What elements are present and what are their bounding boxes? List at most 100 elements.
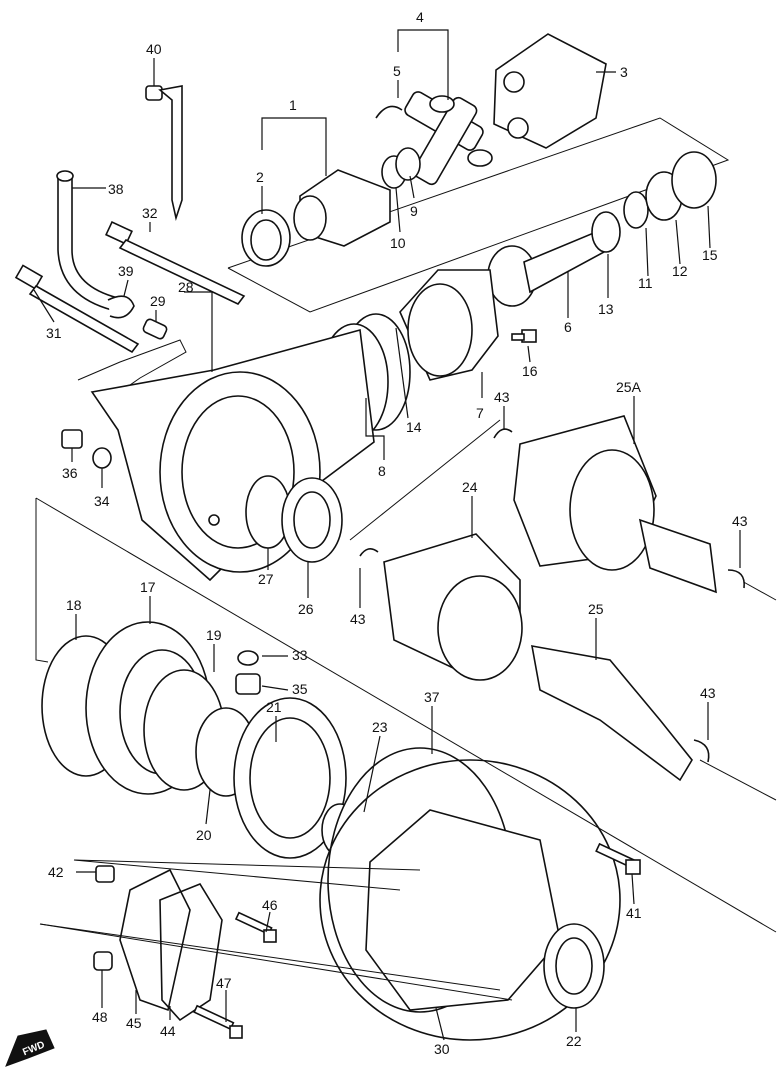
- label-17: 17: [140, 579, 156, 595]
- pinion-gear-6: [487, 230, 606, 307]
- bearing-21-inner: [249, 717, 331, 839]
- label-8: 8: [378, 463, 386, 479]
- pin-48: [93, 951, 113, 971]
- bearing-13: [591, 211, 621, 253]
- label-15: 15: [702, 247, 718, 263]
- label-28: 28: [178, 279, 194, 295]
- outline-37: [319, 759, 621, 1041]
- label-18: 18: [66, 597, 82, 613]
- diagonal-line-2: [349, 419, 501, 541]
- plug-35: [235, 673, 261, 695]
- label-30: 30: [434, 1041, 450, 1057]
- label-38: 38: [108, 181, 124, 197]
- label-40: 40: [146, 41, 162, 57]
- label-39: 39: [118, 263, 134, 279]
- gasket-45: [119, 868, 191, 1012]
- label-43-top: 43: [494, 389, 510, 405]
- label-22: 22: [566, 1033, 582, 1049]
- snap-ring-43-d: [693, 739, 710, 763]
- label-36: 36: [62, 465, 78, 481]
- label-29: 29: [150, 293, 166, 309]
- label-1: 1: [289, 97, 297, 113]
- label-45: 45: [126, 1015, 142, 1031]
- carrier-7: [399, 269, 499, 381]
- diagonal-line-1: [35, 497, 777, 933]
- label-6: 6: [564, 319, 572, 335]
- flange-yoke-3: [493, 33, 607, 149]
- seal-22-inner: [555, 937, 593, 995]
- label-31: 31: [46, 325, 62, 341]
- label-43-mid: 43: [350, 611, 366, 627]
- label-12: 12: [672, 263, 688, 279]
- label-42: 42: [48, 864, 64, 880]
- label-21: 21: [266, 699, 282, 715]
- label-2: 2: [256, 169, 264, 185]
- plug-36: [61, 429, 83, 449]
- snap-ring-43-a: [493, 428, 513, 439]
- label-14: 14: [406, 419, 422, 435]
- group-outline-upper: [227, 117, 730, 313]
- bracket-44: [159, 883, 223, 1022]
- snap-ring-5: [375, 105, 403, 119]
- race-15: [671, 151, 717, 209]
- label-10: 10: [390, 235, 406, 251]
- label-16: 16: [522, 363, 538, 379]
- label-26: 26: [298, 601, 314, 617]
- label-23: 23: [372, 719, 388, 735]
- group-outline-lower: [35, 498, 49, 663]
- bolt-32: [105, 220, 246, 306]
- label-35: 35: [292, 681, 308, 697]
- bolt-41: [595, 842, 641, 875]
- hose-38: [57, 177, 120, 311]
- bolt-31: [14, 264, 140, 354]
- hose-38-end: [56, 170, 74, 182]
- clip-39: [107, 295, 135, 319]
- joint-24: [383, 533, 523, 681]
- label-3: 3: [620, 64, 628, 80]
- label-9: 9: [410, 203, 418, 219]
- washer-33: [237, 650, 259, 666]
- label-27: 27: [258, 571, 274, 587]
- label-20: 20: [196, 827, 212, 843]
- bolt-47: [193, 1004, 243, 1039]
- diagonal-line-3: [699, 759, 777, 801]
- seal-2-inner: [250, 219, 282, 261]
- label-41: 41: [626, 905, 642, 921]
- joint-25A: [513, 415, 717, 594]
- label-37: 37: [424, 689, 440, 705]
- diagonal-line-4: [739, 579, 777, 601]
- label-48: 48: [92, 1009, 108, 1025]
- differential-case-30: [327, 747, 561, 1013]
- nut-42: [95, 865, 115, 883]
- label-19: 19: [206, 627, 222, 643]
- pin-29: [142, 318, 168, 340]
- bolt-16: [511, 329, 537, 343]
- label-46: 46: [262, 897, 278, 913]
- label-11: 11: [638, 275, 653, 291]
- guide-line-1: [73, 859, 401, 891]
- label-7: 7: [476, 405, 484, 421]
- housing-group-outline: [77, 339, 187, 393]
- guide-line-2: [73, 859, 421, 871]
- washer-34: [92, 447, 112, 469]
- label-43-right-bottom: 43: [700, 685, 716, 701]
- label-4: 4: [416, 9, 424, 25]
- breather-pipe-40: [145, 85, 183, 221]
- guide-line-4: [39, 923, 501, 991]
- label-25: 25: [588, 601, 604, 617]
- spacer-11: [623, 191, 649, 229]
- label-34: 34: [94, 493, 110, 509]
- fwd-arrow-badge: FWD: [5, 1029, 55, 1067]
- bearing-26-inner: [293, 491, 331, 549]
- label-44: 44: [160, 1023, 176, 1039]
- leader-lines: [33, 29, 741, 1041]
- label-25A: 25A: [616, 379, 642, 395]
- yoke-1: [293, 169, 391, 247]
- label-47: 47: [216, 975, 232, 991]
- label-24: 24: [462, 479, 478, 495]
- nut-9: [395, 147, 421, 181]
- label-5: 5: [393, 63, 401, 79]
- guide-line-3: [39, 923, 513, 1001]
- label-43-right-top: 43: [732, 513, 748, 529]
